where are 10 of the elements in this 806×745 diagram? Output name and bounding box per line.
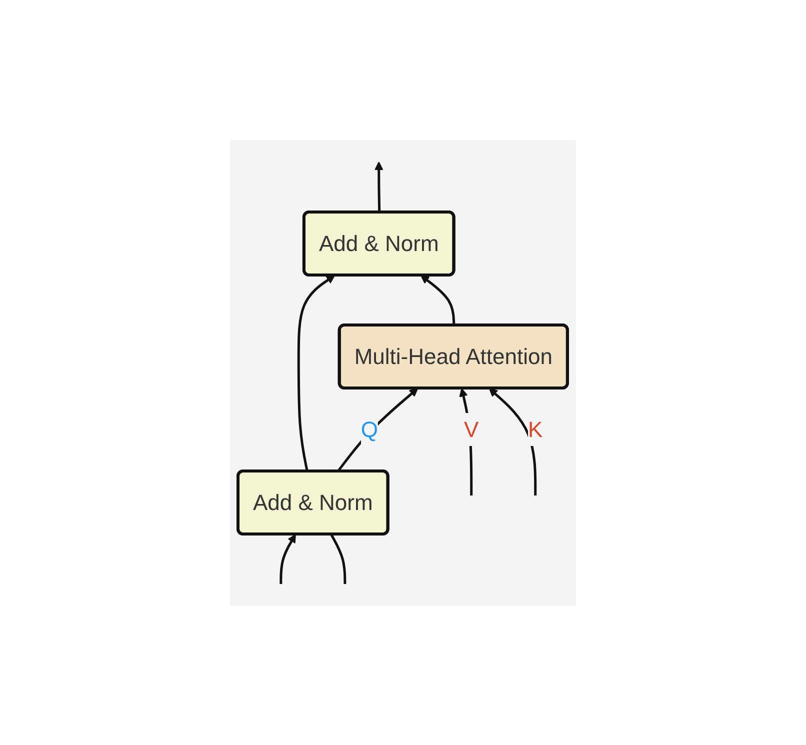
connector [330, 533, 346, 584]
edge-label: Q [361, 416, 378, 442]
edge-label: V [464, 416, 479, 442]
arrow [420, 274, 456, 326]
edge-label: K [528, 416, 543, 442]
arrow [337, 388, 418, 472]
arrow [374, 161, 384, 212]
arrow [298, 274, 336, 472]
arrow [489, 388, 537, 495]
arrow [280, 534, 296, 584]
